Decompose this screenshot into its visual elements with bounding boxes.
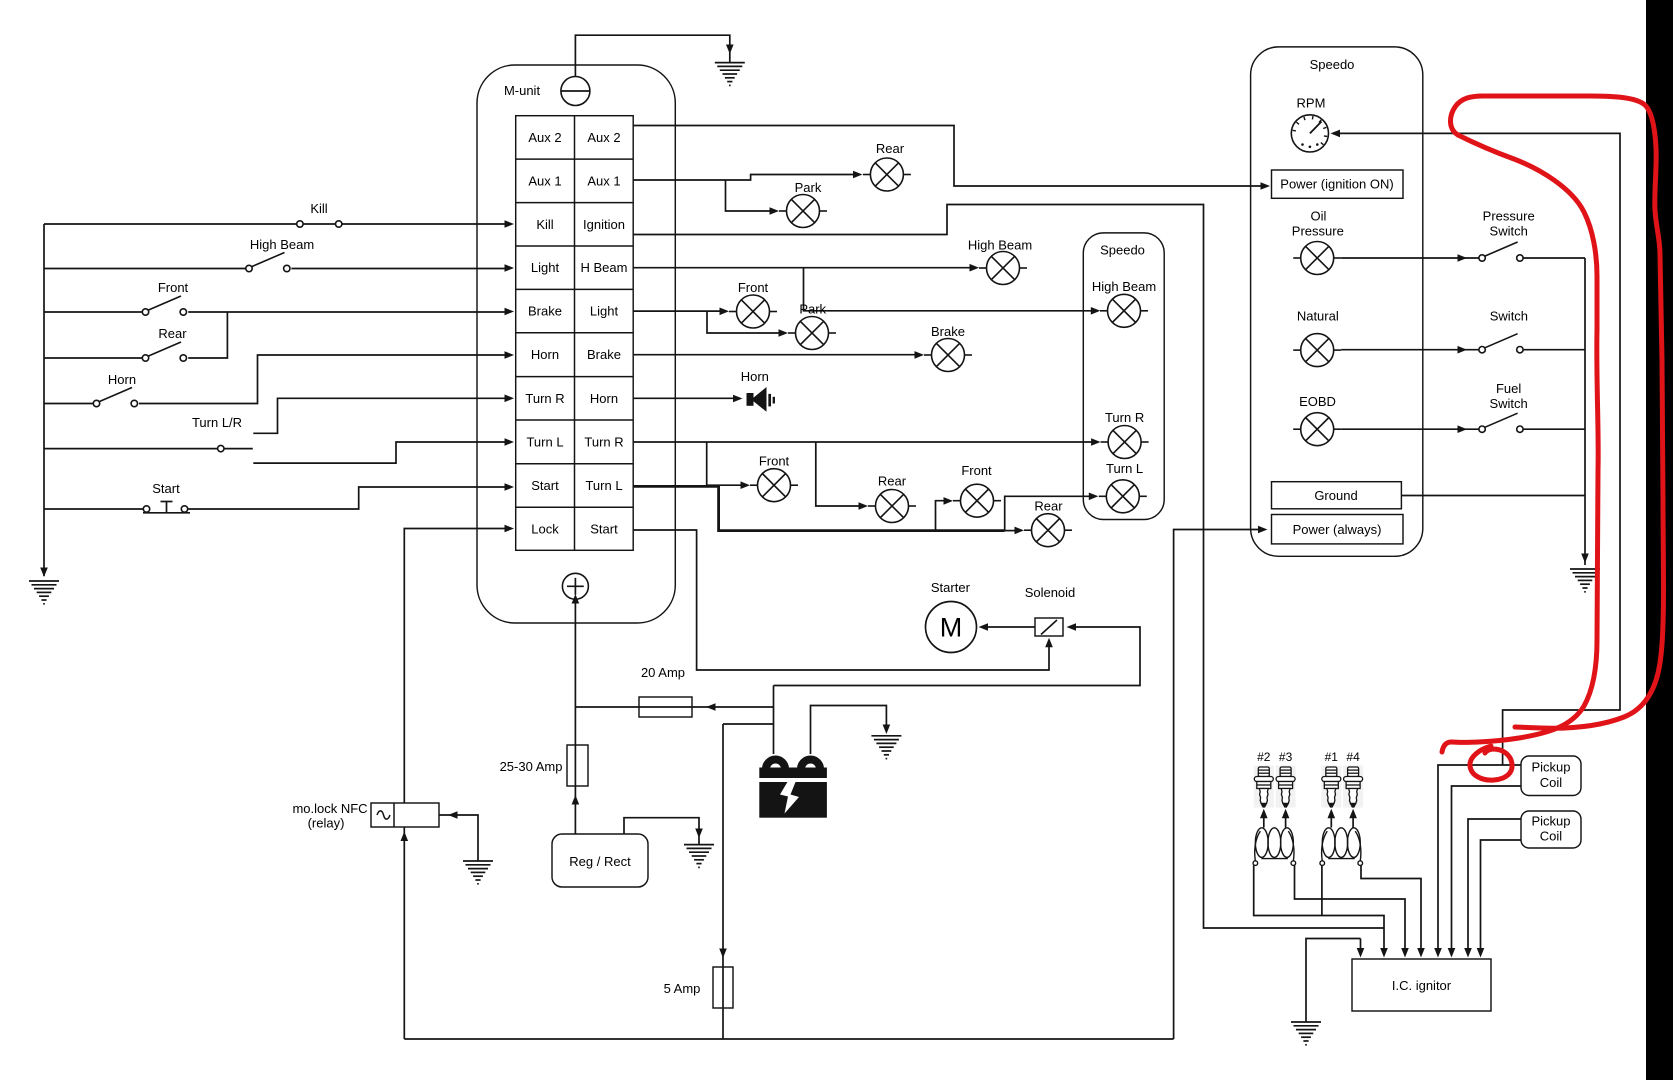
svg-text:Front: Front [961, 463, 992, 478]
svg-text:Coil: Coil [1540, 775, 1563, 790]
svg-text:Horn: Horn [108, 372, 136, 387]
svg-text:Pressure: Pressure [1292, 223, 1344, 238]
svg-text:Power (ignition ON): Power (ignition ON) [1280, 177, 1393, 192]
svg-text:Turn L: Turn L [585, 478, 622, 493]
svg-text:Rear: Rear [876, 141, 905, 156]
svg-text:Rear: Rear [158, 326, 187, 341]
svg-text:Speedo: Speedo [1100, 243, 1145, 258]
svg-text:Light: Light [590, 304, 619, 319]
svg-text:RPM: RPM [1297, 96, 1326, 111]
svg-text:20 Amp: 20 Amp [641, 665, 685, 680]
svg-text:Pickup: Pickup [1531, 814, 1570, 829]
svg-text:#4: #4 [1346, 750, 1360, 764]
svg-text:Turn R: Turn R [1105, 410, 1144, 425]
svg-text:Rear: Rear [878, 474, 907, 489]
svg-text:I.C. ignitor: I.C. ignitor [1392, 978, 1452, 993]
svg-text:Natural: Natural [1297, 308, 1339, 323]
svg-text:Brake: Brake [931, 324, 965, 339]
svg-text:#2: #2 [1257, 750, 1271, 764]
svg-text:Switch: Switch [1489, 396, 1527, 411]
svg-text:Turn L: Turn L [526, 434, 563, 449]
svg-text:Turn R: Turn R [584, 434, 623, 449]
svg-text:Switch: Switch [1490, 308, 1528, 323]
svg-text:5 Amp: 5 Amp [664, 981, 701, 996]
svg-text:Rear: Rear [1034, 499, 1063, 514]
svg-text:Aux 2: Aux 2 [528, 130, 561, 145]
svg-text:M-unit: M-unit [504, 83, 541, 98]
svg-text:Aux 1: Aux 1 [528, 173, 561, 188]
svg-text:Horn: Horn [590, 391, 618, 406]
svg-text:EOBD: EOBD [1299, 394, 1336, 409]
svg-text:High Beam: High Beam [1092, 279, 1156, 294]
svg-text:Turn R: Turn R [525, 391, 564, 406]
svg-text:Ignition: Ignition [583, 217, 625, 232]
svg-text:Brake: Brake [587, 347, 621, 362]
svg-text:Park: Park [799, 302, 826, 317]
svg-text:Start: Start [531, 478, 559, 493]
svg-text:Speedo: Speedo [1310, 57, 1355, 72]
svg-text:Horn: Horn [531, 347, 559, 362]
svg-text:Power (always): Power (always) [1293, 522, 1382, 537]
svg-text:Ground: Ground [1314, 488, 1357, 503]
svg-text:Kill: Kill [310, 201, 327, 216]
svg-text:Reg / Rect: Reg / Rect [569, 854, 631, 869]
svg-text:#1: #1 [1325, 750, 1339, 764]
svg-text:Brake: Brake [528, 304, 562, 319]
svg-text:25-30 Amp: 25-30 Amp [500, 759, 563, 774]
svg-text:Start: Start [152, 481, 180, 496]
svg-text:(relay): (relay) [308, 816, 345, 831]
svg-text:Start: Start [590, 521, 618, 536]
svg-text:Turn L: Turn L [1106, 461, 1143, 476]
svg-text:Light: Light [531, 260, 560, 275]
svg-text:Front: Front [158, 280, 189, 295]
svg-text:#3: #3 [1279, 750, 1293, 764]
svg-text:Coil: Coil [1540, 829, 1563, 844]
svg-text:High Beam: High Beam [968, 238, 1032, 253]
svg-text:M: M [940, 613, 963, 643]
svg-text:Lock: Lock [531, 521, 559, 536]
svg-text:Aux 1: Aux 1 [587, 173, 620, 188]
svg-text:Horn: Horn [741, 369, 769, 384]
svg-text:Aux 2: Aux 2 [587, 130, 620, 145]
svg-text:mo.lock NFC: mo.lock NFC [292, 801, 367, 816]
svg-text:High Beam: High Beam [250, 237, 314, 252]
svg-text:Pressure: Pressure [1483, 208, 1535, 223]
svg-text:Pickup: Pickup [1531, 760, 1570, 775]
svg-text:Switch: Switch [1490, 223, 1528, 238]
svg-text:Solenoid: Solenoid [1025, 585, 1076, 600]
svg-text:Kill: Kill [536, 217, 553, 232]
svg-text:Oil: Oil [1311, 208, 1327, 223]
svg-text:H Beam: H Beam [581, 260, 628, 275]
svg-text:Fuel: Fuel [1496, 381, 1521, 396]
svg-text:Front: Front [759, 454, 790, 469]
svg-text:Turn L/R: Turn L/R [192, 415, 242, 430]
svg-text:Starter: Starter [931, 580, 971, 595]
svg-text:Front: Front [738, 280, 769, 295]
svg-text:Park: Park [795, 180, 822, 195]
